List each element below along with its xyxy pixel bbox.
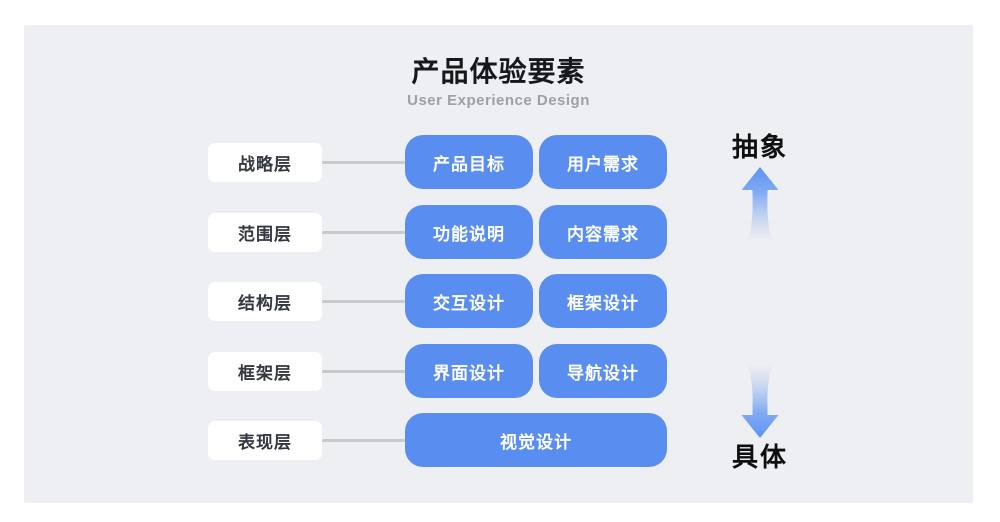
element-box: 框架设计 [539, 274, 667, 328]
page-title: 产品体验要素 [411, 56, 586, 87]
element-boxes: 功能说明 内容需求 [405, 205, 667, 259]
connector-line [322, 369, 405, 373]
layer-row-structure: 结构层 交互设计 框架设计 [208, 274, 667, 328]
diagram-panel: 产品体验要素 User Experience Design 战略层 产品目标 用… [24, 25, 973, 503]
element-boxes: 界面设计 导航设计 [405, 344, 667, 398]
header: 产品体验要素 User Experience Design [24, 55, 973, 109]
element-box: 产品目标 [405, 135, 533, 189]
layer-label: 框架层 [208, 351, 322, 391]
connector-line [322, 438, 405, 442]
layer-row-surface: 表现层 视觉设计 [208, 413, 667, 467]
connector-line [322, 230, 405, 234]
page-subtitle: User Experience Design [407, 92, 590, 109]
element-box: 视觉设计 [405, 413, 667, 467]
connector-line [322, 299, 405, 303]
connector-line [322, 160, 405, 164]
element-box: 功能说明 [405, 205, 533, 259]
element-box: 界面设计 [405, 344, 533, 398]
arrow-up-icon [741, 167, 779, 243]
layer-label: 范围层 [208, 212, 322, 252]
layer-label: 表现层 [208, 420, 322, 460]
layer-label: 战略层 [208, 142, 322, 182]
layer-row-skeleton: 框架层 界面设计 导航设计 [208, 344, 667, 398]
axis-label-abstract: 抽象 [731, 132, 788, 162]
element-box: 交互设计 [405, 274, 533, 328]
element-boxes: 视觉设计 [405, 413, 667, 467]
element-boxes: 交互设计 框架设计 [405, 274, 667, 328]
layer-row-scope: 范围层 功能说明 内容需求 [208, 205, 667, 259]
arrow-down-icon [741, 362, 779, 438]
element-boxes: 产品目标 用户需求 [405, 135, 667, 189]
layer-row-strategy: 战略层 产品目标 用户需求 [208, 135, 667, 189]
layer-label: 结构层 [208, 281, 322, 321]
element-box: 内容需求 [539, 205, 667, 259]
element-box: 导航设计 [539, 344, 667, 398]
element-box: 用户需求 [539, 135, 667, 189]
axis-label-concrete: 具体 [731, 442, 788, 472]
